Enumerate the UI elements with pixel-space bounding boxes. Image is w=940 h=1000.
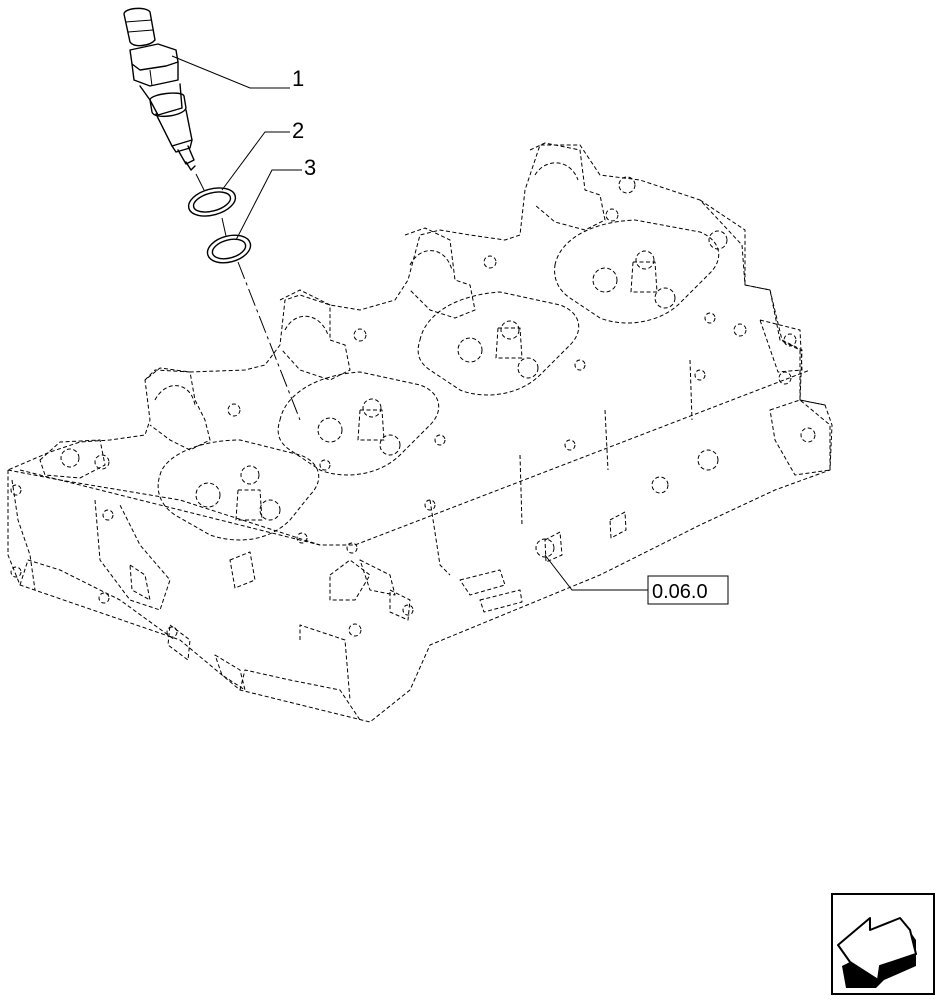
- seal-ring-2: [187, 187, 237, 217]
- callout-3: 3: [304, 155, 316, 180]
- seal-ring-3: [206, 234, 252, 264]
- reference-label: 0.06.0: [652, 581, 708, 603]
- callout-leaders: [171, 55, 648, 591]
- reference-box[interactable]: 0.06.0: [647, 575, 729, 605]
- cylinder-head-phantom: [7, 142, 833, 723]
- injector: [123, 7, 196, 171]
- injector-axis-line: [195, 173, 301, 421]
- arrow-next-page-icon[interactable]: [831, 893, 935, 995]
- callout-1: 1: [292, 66, 304, 91]
- reference-box-frame: [647, 575, 729, 605]
- callout-2: 2: [292, 118, 304, 143]
